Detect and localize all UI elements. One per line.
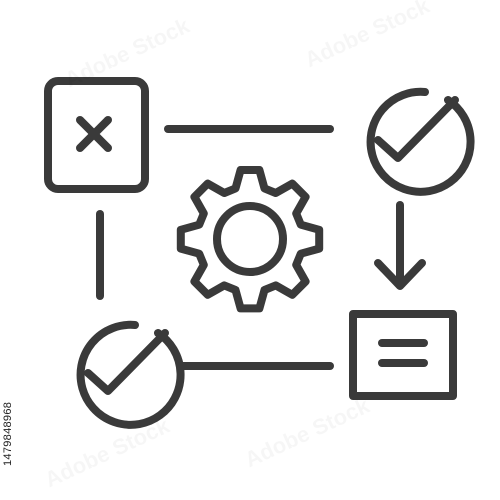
document-lines-icon (349, 310, 457, 400)
arrow-down-icon (374, 201, 426, 290)
check-circle-icon-bottom (76, 320, 185, 429)
gear-icon (176, 166, 324, 313)
close-icon (44, 77, 149, 193)
stock-id-label: 1479848968 (2, 401, 14, 467)
check-circle-icon (366, 87, 475, 196)
